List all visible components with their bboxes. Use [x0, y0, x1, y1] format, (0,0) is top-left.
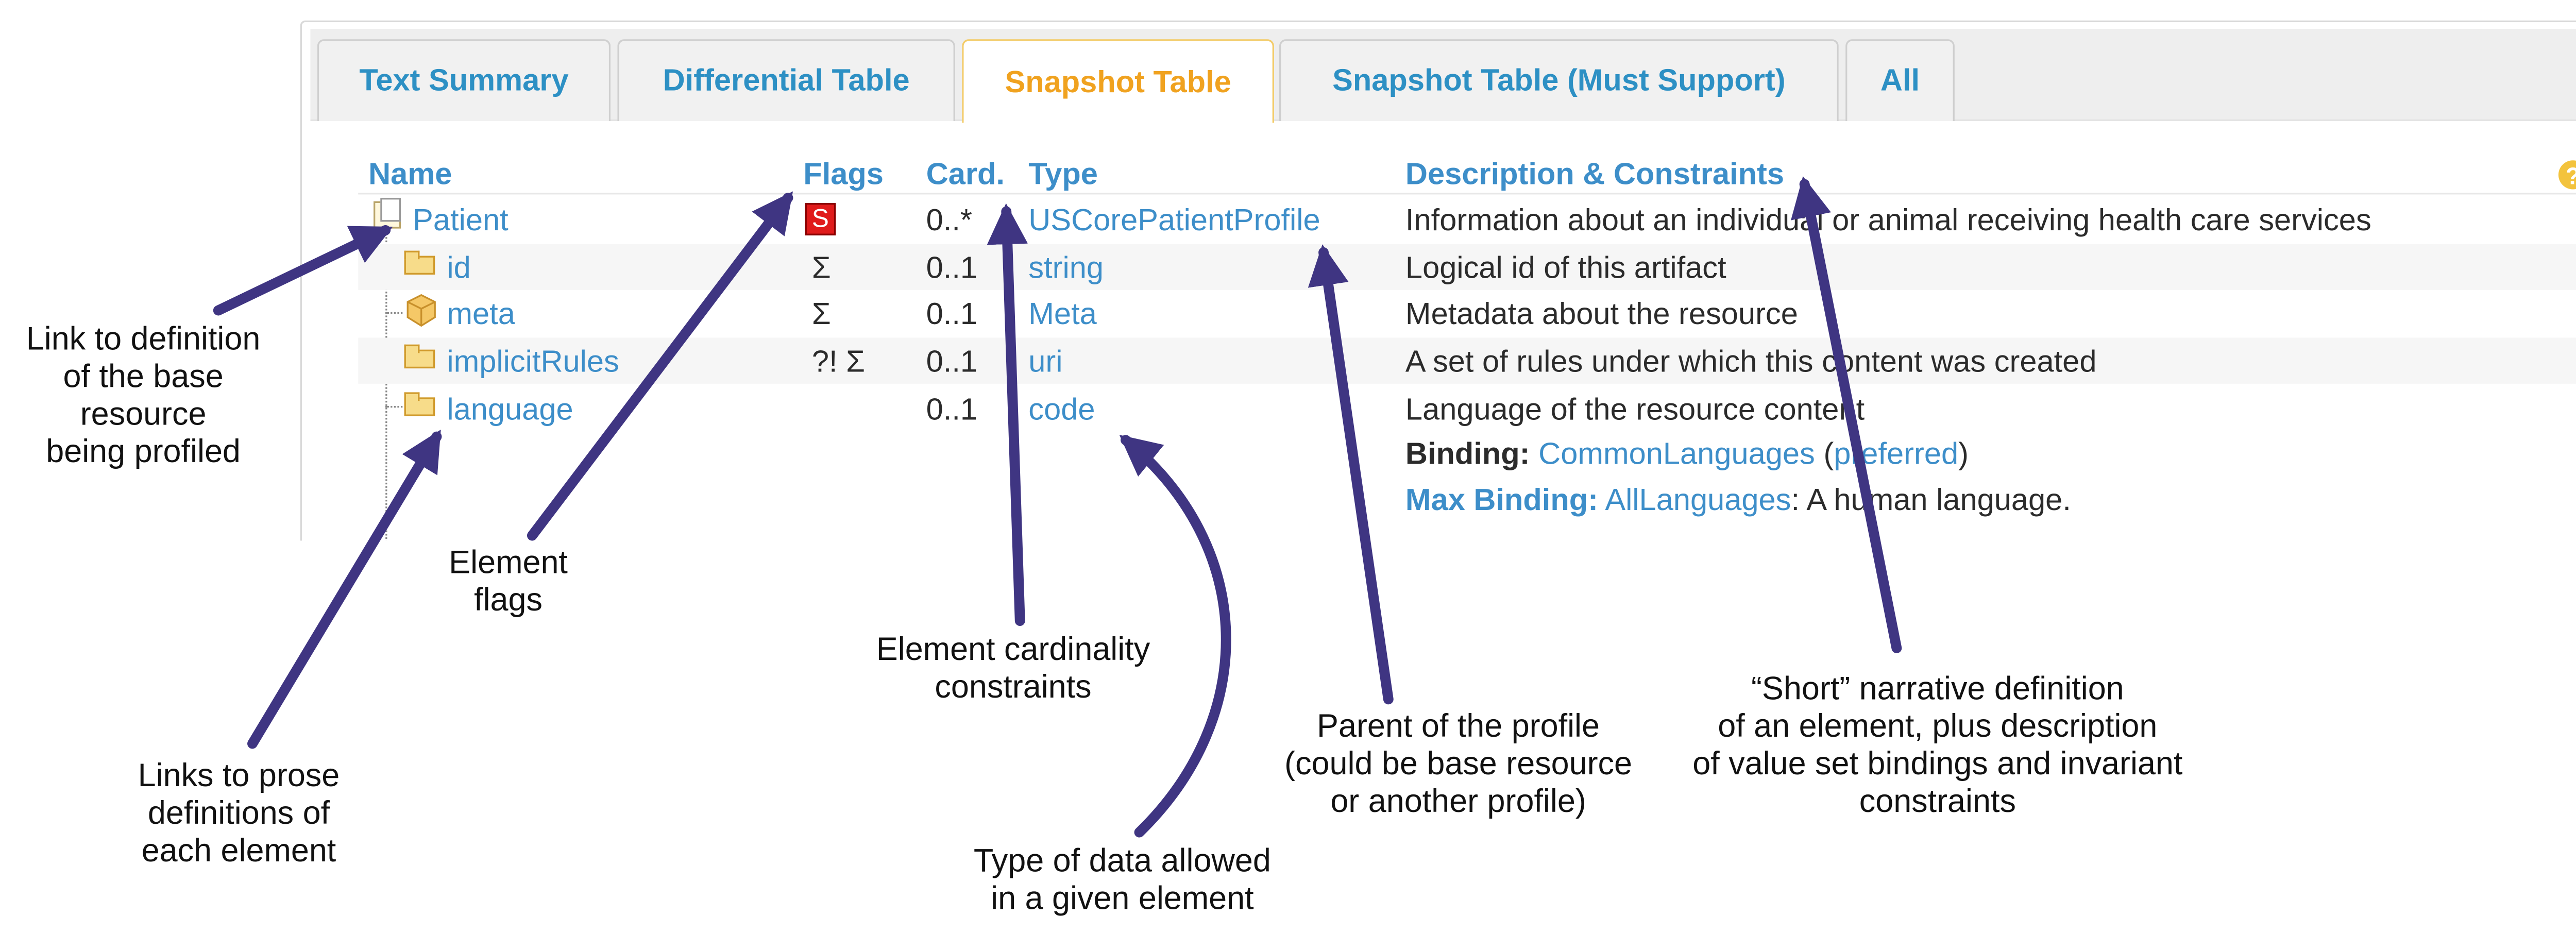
table-row [358, 337, 2576, 384]
note-line: Links to prose [138, 759, 340, 795]
note-line: being profiled [46, 435, 241, 471]
max-binding-label[interactable]: Max Binding: [1405, 482, 1599, 517]
element-name-link[interactable]: id [447, 250, 471, 285]
note-line: flags [474, 583, 543, 619]
cardinality: 0..1 [926, 392, 978, 427]
table-header [358, 155, 2576, 195]
tab-snapshot-must-support[interactable]: Snapshot Table (Must Support) [1279, 39, 1839, 122]
header-card[interactable]: Card. [926, 157, 1005, 191]
description: Language of the resource content [1405, 392, 1865, 427]
cardinality: 0..1 [926, 344, 978, 379]
must-support-flag: S [805, 202, 836, 235]
arrow-cardinality [987, 203, 1028, 626]
arrow-type-data [1119, 435, 1231, 838]
note-cardinality: Element cardinality constraints [822, 633, 1205, 708]
type-link[interactable]: uri [1028, 344, 1063, 379]
note-parent-profile: Parent of the profile (could be base res… [1248, 709, 1668, 822]
flags: Σ [811, 297, 831, 331]
note-line: “Short” narrative definition [1751, 672, 2124, 708]
arrow-prose-definitions [247, 429, 442, 749]
help-icon[interactable]: ? [2558, 160, 2576, 190]
description: A set of rules under which this content … [1405, 344, 2097, 379]
tree-branch [385, 312, 403, 314]
note-line: or another profile) [1330, 784, 1586, 821]
binding-line: Binding: CommonLanguages (preferred) [1405, 437, 1969, 473]
note-element-flags: Element flags [406, 546, 611, 621]
primitive-icon [404, 392, 435, 416]
note-line: Parent of the profile [1317, 709, 1600, 745]
flags: ?! Σ [811, 344, 865, 379]
arrow-short-definition [1791, 176, 1902, 653]
arrow-parent-profile [1308, 244, 1394, 705]
binding-close-paren: ) [1958, 436, 1969, 471]
note-prose-definitions: Links to prose definitions of each eleme… [86, 759, 393, 871]
max-valueset-link[interactable]: AllLanguages [1605, 482, 1791, 517]
type-link[interactable]: code [1028, 392, 1095, 427]
tree-line [385, 232, 387, 542]
note-base-resource: Link to definition of the base resource … [0, 323, 286, 472]
note-line: Element cardinality [876, 633, 1150, 669]
note-line: constraints [935, 670, 1092, 706]
primitive-icon [404, 344, 435, 369]
note-line: constraints [1859, 784, 2016, 821]
note-line: of value set bindings and invariant [1692, 747, 2183, 783]
tab-text-summary[interactable]: Text Summary [317, 39, 611, 122]
valueset-link[interactable]: CommonLanguages [1538, 436, 1815, 471]
tree-branch [385, 405, 403, 408]
primitive-icon [404, 250, 435, 275]
description: Information about an individual or anima… [1405, 202, 2371, 237]
header-name[interactable]: Name [368, 157, 452, 191]
note-type-data: Type of data allowed in a given element [921, 844, 1324, 920]
resource-icon [374, 198, 401, 229]
type-link[interactable]: string [1028, 250, 1104, 285]
panel-cutoff [290, 540, 2576, 950]
arrow-base-resource [213, 225, 393, 316]
cardinality: 0..* [926, 202, 973, 237]
note-line: definitions of [147, 796, 330, 833]
note-short-definition: “Short” narrative definition of an eleme… [1648, 672, 2228, 822]
tab-snapshot-table[interactable]: Snapshot Table [962, 39, 1275, 123]
max-binding-line: Max Binding: AllLanguages: A human langu… [1405, 483, 2071, 519]
binding-open-paren: ( [1823, 436, 1834, 471]
flags: Σ [811, 250, 831, 285]
note-line: Link to definition [26, 322, 261, 359]
element-name-link[interactable]: meta [447, 297, 515, 331]
cardinality: 0..1 [926, 250, 978, 285]
cardinality: 0..1 [926, 297, 978, 331]
header-type[interactable]: Type [1028, 157, 1098, 191]
element-name-link[interactable]: language [447, 392, 573, 427]
note-line: of the base [63, 360, 224, 396]
header-flags[interactable]: Flags [803, 157, 884, 191]
note-line: of an element, plus description [1718, 709, 2158, 745]
type-link[interactable]: Meta [1028, 297, 1097, 331]
type-link[interactable]: USCorePatientProfile [1028, 202, 1320, 237]
element-name-link[interactable]: Patient [413, 202, 509, 237]
tab-all[interactable]: All [1845, 39, 1955, 122]
note-line: Type of data allowed [973, 844, 1271, 880]
note-line: Element [449, 546, 568, 582]
note-line: (could be base resource [1284, 747, 1632, 783]
tab-differential-table[interactable]: Differential Table [617, 39, 955, 122]
header-description[interactable]: Description & Constraints [1405, 157, 1784, 191]
binding-label: Binding: [1405, 436, 1530, 471]
arrow-element-flags [527, 191, 793, 541]
note-line: each element [141, 834, 336, 870]
datatype-icon [406, 294, 436, 327]
description: Metadata about the resource [1405, 297, 1798, 331]
max-binding-text: : A human language. [1791, 482, 2071, 517]
description: Logical id of this artifact [1405, 250, 1726, 285]
note-line: in a given element [991, 881, 1254, 918]
note-line: resource [80, 397, 207, 433]
element-name-link[interactable]: implicitRules [447, 344, 619, 379]
